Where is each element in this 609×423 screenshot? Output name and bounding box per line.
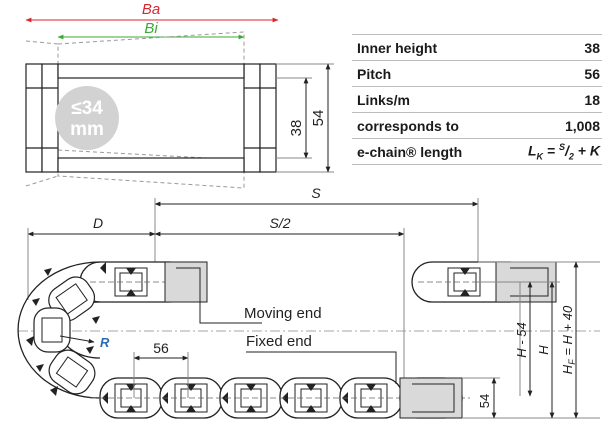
fixed-end-mount <box>246 351 463 419</box>
bottom-height-dim: 54 <box>477 394 492 408</box>
half-stroke-dimension <box>27 228 405 395</box>
half-stroke-label: S/2 <box>269 215 290 231</box>
pitch-dimension <box>133 352 189 398</box>
spec-value: 1,008 <box>501 112 602 139</box>
chain-bend <box>17 261 101 399</box>
spec-row: Pitch 56 <box>352 60 602 87</box>
outer-width-label: Ba <box>142 1 160 18</box>
pitch-label: 56 <box>153 340 169 356</box>
right-side-plate <box>243 63 277 173</box>
spec-label: Inner height <box>352 34 502 61</box>
height-minus-dim: H - 54 <box>514 322 529 357</box>
spec-row: Links/m 18 <box>352 86 602 113</box>
moving-end-chain <box>79 261 262 324</box>
upper-chain-free-end <box>411 261 560 303</box>
stroke-dimension <box>154 198 479 262</box>
cross-section-height-dims <box>276 63 334 173</box>
height-note-line1: ≤34 <box>71 98 103 119</box>
inner-height-dim: 38 <box>288 120 305 137</box>
right-height-dims <box>462 261 600 419</box>
spec-label: Links/m <box>352 86 502 113</box>
full-height-dim: HF = H + 40 <box>560 305 577 374</box>
inner-width-label: Bi <box>144 20 158 37</box>
spec-label: corresponds to <box>352 112 502 139</box>
chain-length-row: e-chain® length LK = S/2 + K <box>352 138 602 165</box>
fixed-end-label: Fixed end <box>246 333 312 350</box>
radius-label: R <box>100 335 110 350</box>
radius-leader <box>59 335 95 344</box>
fixed-chain-links <box>90 377 470 419</box>
height-dim: H <box>536 345 551 355</box>
spec-value: 38 <box>501 34 602 61</box>
moving-end-label: Moving end <box>244 305 322 322</box>
outer-height-dim: 54 <box>310 110 327 127</box>
outer-width-dimension: Ba <box>25 1 279 23</box>
spec-value: 56 <box>501 60 602 87</box>
d-label: D <box>93 215 103 231</box>
inner-width-dimension: Bi <box>57 20 245 40</box>
spec-label: Pitch <box>352 60 502 87</box>
spec-row: Inner height 38 <box>352 34 602 61</box>
chain-length-label: e-chain® length <box>352 138 502 165</box>
chain-link <box>219 377 283 419</box>
spec-row: corresponds to 1,008 <box>352 112 602 139</box>
crossbars <box>57 63 245 173</box>
height-note-line2: mm <box>70 119 104 140</box>
stroke-label: S <box>311 185 321 201</box>
height-note-badge <box>55 86 119 150</box>
chain-length-formula: LK = S/2 + K <box>501 138 602 165</box>
spec-value: 18 <box>501 86 602 113</box>
left-side-plate <box>25 63 59 173</box>
